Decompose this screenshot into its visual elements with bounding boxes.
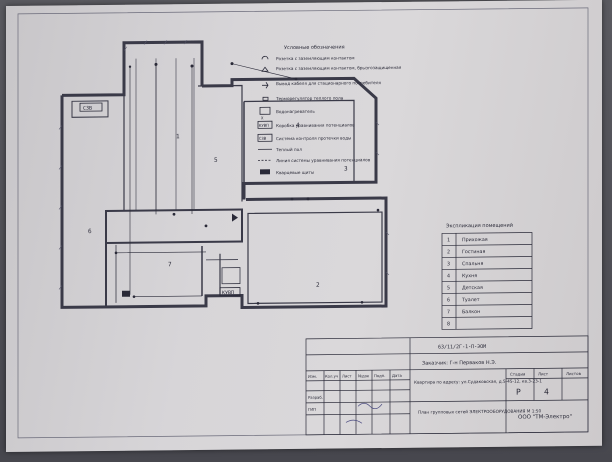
room-number: 7 [168, 261, 172, 268]
svg-text:ГИП: ГИП [308, 407, 316, 412]
room-row-name: Прихожая [462, 237, 488, 243]
room-row-name: Балкон [462, 309, 480, 315]
rooms-table: Экспликация помещений 1 2 3 4 5 6 7 8 Пр… [441, 222, 533, 330]
room-row-num: 7 [447, 309, 450, 315]
sheet-title: План групповых сетей ЭЛЕКТРООБОРУДОВАНИЯ… [418, 408, 541, 414]
socket-cover-icon [261, 66, 269, 72]
svg-text:Лист: Лист [342, 373, 352, 378]
drawing-code: 63/11/2Г-1-П-ЭОМ [438, 344, 486, 351]
svg-text:КУВП: КУВП [259, 123, 269, 128]
svg-text:Розетка с заземляющим контакто: Розетка с заземляющим контактом, брызгоз… [276, 65, 402, 71]
svg-text:Система контроля протечки воды: Система контроля протечки воды [276, 135, 351, 141]
socket-icon [261, 55, 269, 60]
room-row-num: 3 [447, 261, 450, 267]
room-row-name: Гостиная [462, 249, 485, 255]
room-number: 5 [214, 157, 218, 164]
sz-box: СЗВ [79, 102, 103, 112]
room-row-name: Детская [462, 285, 483, 291]
company-name: ООО "ТМ-Электро" [518, 414, 572, 421]
kuvp-icon [257, 120, 273, 129]
room-row-name: Туалет [461, 297, 480, 303]
kuvp-label: КУВП [222, 290, 234, 296]
wall-hatch [58, 39, 390, 290]
svg-text:Розетка с заземляющим контакто: Розетка с заземляющим контактом [276, 55, 355, 61]
svg-text:Стадия: Стадия [510, 372, 526, 377]
svg-text:Изм.: Изм. [308, 374, 317, 379]
room-number: 3 [344, 165, 348, 172]
rooms-title: Экспликация помещений [446, 222, 513, 230]
room-row-name: Кухня [462, 273, 477, 279]
room-row-num: 5 [447, 285, 450, 291]
room-row-num: 4 [447, 273, 450, 279]
svg-text:Х: Х [261, 115, 264, 120]
svg-text:Кварцевые щиты: Кварцевые щиты [276, 170, 314, 175]
svg-text:Дата: Дата [392, 373, 402, 378]
svg-text:Теплый пол: Теплый пол [275, 147, 302, 152]
svg-text:Разраб.: Разраб. [308, 395, 323, 400]
kuvp-box: КУВП [219, 287, 241, 296]
sheet-value: 4 [544, 387, 549, 396]
svg-text:Терморегулятор теплого пола: Терморегулятор теплого пола [275, 95, 344, 101]
signature [345, 402, 383, 424]
hatch-icon [260, 169, 270, 175]
sheet-frame [17, 7, 589, 439]
stage-value: Р [516, 388, 521, 397]
room-number: 2 [316, 282, 320, 289]
svg-text:Вывод кабеля для стационарного: Вывод кабеля для стационарного потребите… [276, 80, 381, 86]
room-row-num: 2 [447, 249, 450, 255]
wiring-symbols [114, 62, 380, 305]
room-number: 4 [296, 122, 300, 129]
svg-text:Подп.: Подп. [374, 373, 385, 378]
object-address: Квартира по адресу: ул.Судаковская, д.5-… [414, 378, 542, 384]
room-row-num: 8 [447, 321, 450, 327]
room-row-num: 1 [447, 237, 450, 243]
room-number: 1 [176, 133, 180, 140]
svg-text:Лист: Лист [538, 371, 549, 376]
svg-text:№док: №док [358, 373, 370, 378]
room-number: 6 [88, 228, 92, 235]
drawing-sheet: 1 2 3 4 5 6 7 КУВП СЗВ Условные обозначе… [6, 0, 602, 452]
project-title: Заказчик: Г-н Перваков Н.Э. [422, 360, 497, 367]
svg-text:СЗВ: СЗВ [259, 136, 267, 141]
thermostat-icon [262, 96, 269, 101]
cable-outlet-icon [262, 82, 269, 89]
svg-text:Кол.уч: Кол.уч [325, 374, 338, 379]
box-icon [259, 106, 271, 115]
svg-text:Водонагреватель: Водонагреватель [276, 109, 315, 114]
title-block: 63/11/2Г-1-П-ЭОМ Заказчик: Г-н Перваков … [305, 335, 589, 436]
svg-text:Коробка уравнивания потенциало: Коробка уравнивания потенциалов [276, 122, 355, 128]
plan-drawing: 1 2 3 4 5 6 7 КУВП СЗВ Условные обозначе… [17, 7, 589, 439]
legend-title: Условные обозначения [284, 44, 345, 51]
sz-icon [257, 133, 273, 142]
room-number-labels: 1 2 3 4 5 6 7 [88, 122, 348, 289]
svg-text:Листов: Листов [566, 371, 582, 376]
legend: Условные обозначения Х КУВП СЗВ Розетка … [257, 44, 402, 175]
svg-text:Линия системы уравнивания поте: Линия системы уравнивания потенциалов [276, 157, 371, 163]
sz-label: СЗВ [83, 106, 92, 112]
wiring-lines [116, 63, 297, 297]
room-row-num: 6 [447, 297, 450, 303]
floor-plan [60, 40, 388, 310]
room-row-name: Спальня [462, 261, 483, 267]
